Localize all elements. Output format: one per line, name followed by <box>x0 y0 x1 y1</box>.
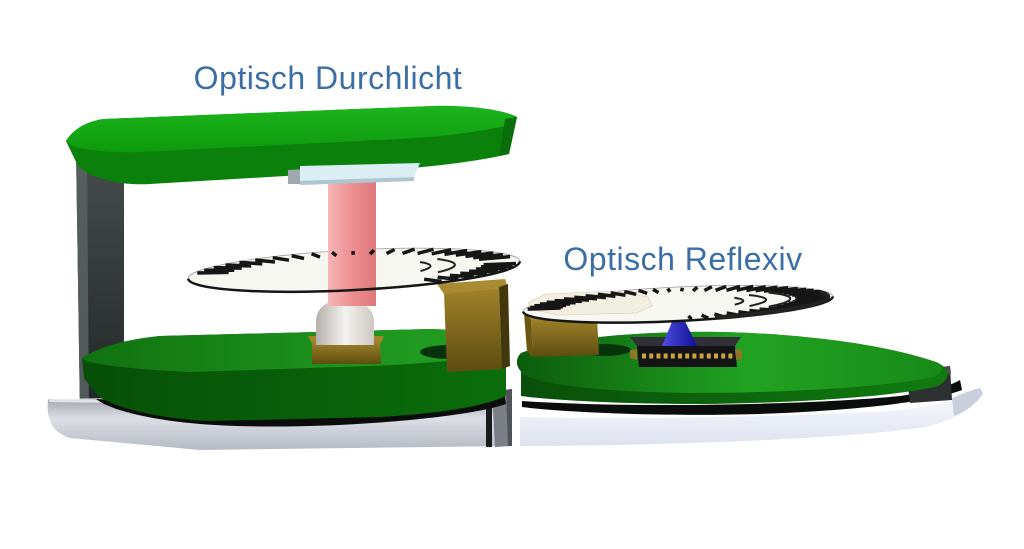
receiver-sensor-underside <box>300 177 414 185</box>
disc-tick <box>225 263 252 268</box>
chip-pin-left <box>630 349 637 360</box>
metal-base-curl <box>952 388 983 416</box>
disc-tick <box>623 289 637 297</box>
disc-pattern-arc <box>437 258 456 274</box>
plate-shadow <box>522 380 962 415</box>
support-pillar-highlight <box>76 149 89 416</box>
disc-pattern-arc <box>734 296 745 306</box>
disc-tick <box>480 264 513 269</box>
disc-tick <box>610 291 626 298</box>
disc-tick <box>597 292 616 299</box>
disc-tick <box>291 253 305 261</box>
disc-pattern-arc <box>748 294 768 307</box>
disc-tick <box>585 294 607 300</box>
disc-mount-block <box>531 317 599 357</box>
led-dome <box>316 300 374 345</box>
disc-tick <box>368 248 376 256</box>
led-socket <box>312 341 381 364</box>
disc-tick <box>563 297 590 302</box>
disc-tick <box>725 284 741 292</box>
disc-tick <box>310 252 321 259</box>
disc-tick <box>239 260 263 266</box>
disc-tick <box>703 285 713 293</box>
disc-tick <box>423 277 442 284</box>
top-bridge-pcb-top <box>66 105 517 153</box>
disc-tick <box>736 284 754 293</box>
disc-tick <box>465 251 494 259</box>
disc-tick <box>679 287 685 292</box>
disc-tick <box>478 254 511 262</box>
disc-tick <box>700 313 710 320</box>
light-column <box>328 170 376 306</box>
code-disc-front-rim <box>186 261 522 294</box>
right-assembly-reflexiv <box>516 284 983 446</box>
label-reflexiv: Optisch Reflexiv <box>563 241 802 277</box>
disc-tick <box>473 252 504 260</box>
disc-mount-block-top <box>437 279 508 294</box>
disc-tick <box>652 287 660 295</box>
disc-tick <box>431 247 452 256</box>
disc-tick <box>687 314 693 321</box>
disc-tick <box>763 285 789 293</box>
left-assembly-durchlicht <box>47 105 522 450</box>
code-disc-marks <box>197 247 517 284</box>
disc-tick <box>417 247 434 256</box>
disc-tick <box>455 249 482 257</box>
disc-tick <box>666 287 672 293</box>
receiver-sensor-plate <box>300 163 420 181</box>
disc-mount-block <box>444 287 502 372</box>
disc-pattern-arc <box>419 261 432 272</box>
disc-tick <box>330 250 338 258</box>
disc-mount-block-side <box>499 284 510 369</box>
disc-tick <box>460 271 487 276</box>
disc-tick <box>746 284 767 293</box>
disc-tick <box>401 247 416 256</box>
disc-tick <box>483 261 517 267</box>
disc-tick <box>637 288 648 296</box>
disc-tick <box>449 273 474 279</box>
disc-tick <box>197 270 229 275</box>
disc-tick <box>691 285 699 293</box>
light-beam-cone <box>662 317 697 346</box>
disc-tick <box>574 295 598 301</box>
chip-pin-right <box>735 349 742 360</box>
disc-tick <box>755 285 778 293</box>
disc-pattern-arc <box>714 289 831 320</box>
disc-tick <box>272 255 290 262</box>
metal-base <box>520 387 983 446</box>
base-corner-edge <box>506 389 512 446</box>
disc-tick <box>255 258 276 264</box>
disc-pattern-arc <box>768 291 792 308</box>
disc-tick <box>444 248 468 257</box>
disc-tick <box>437 275 459 281</box>
label-durchlicht: Optisch Durchlicht <box>194 60 463 96</box>
disc-tick <box>385 247 396 256</box>
base-pcb-top <box>82 329 506 372</box>
code-disc-marks <box>527 284 831 321</box>
top-bridge-pcb-side <box>499 117 517 156</box>
disc-mount-block-side <box>524 313 533 357</box>
disc-tick <box>213 265 242 270</box>
disc-tick <box>715 284 727 292</box>
